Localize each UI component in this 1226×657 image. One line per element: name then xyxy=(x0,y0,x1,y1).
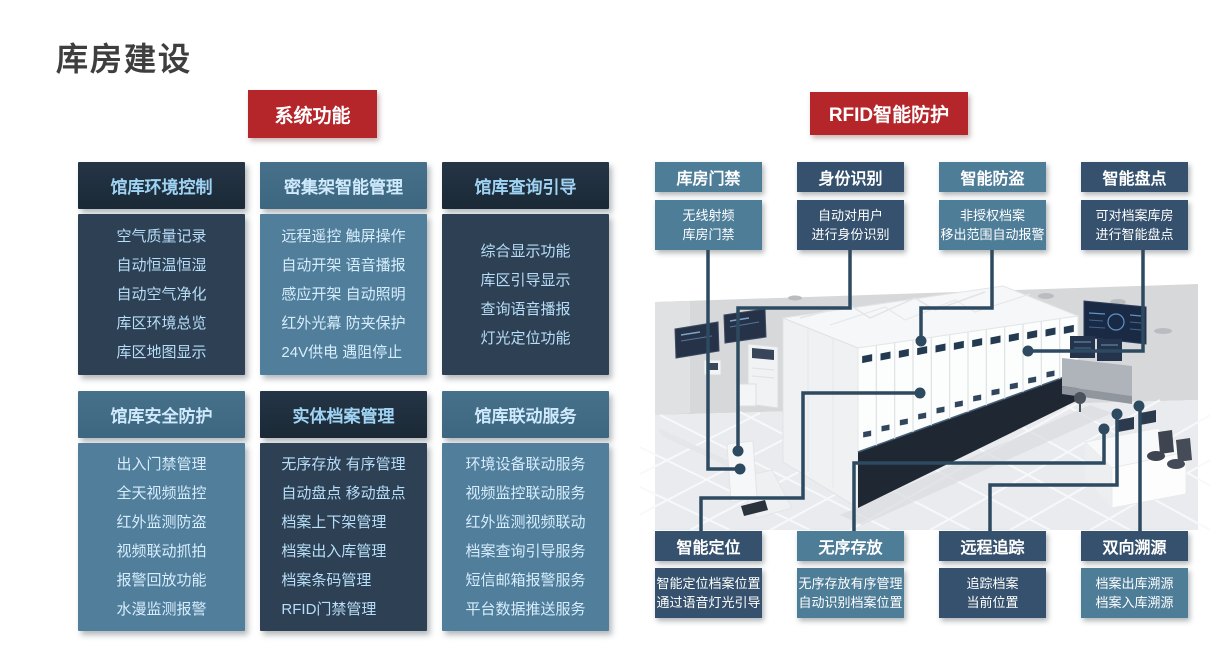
warehouse-room-illustration xyxy=(640,250,1210,535)
rfid-header-door-access: 库房门禁 xyxy=(655,162,762,192)
group-dense-shelf-management: 密集架智能管理 远程遥控 触屏操作 自动开架 语音播报 感应开架 自动照明 红外… xyxy=(260,162,427,375)
group-items: 环境设备联动服务 视频监控联动服务 红外监测视频联动 档案查询引导服务 短信邮箱… xyxy=(442,443,609,631)
page-title: 库房建设 xyxy=(56,41,193,77)
list-item: 档案出入库管理 xyxy=(281,543,387,560)
group-header: 实体档案管理 xyxy=(260,391,427,438)
list-item: 库区环境总览 xyxy=(116,315,207,332)
list-item: 短信邮箱报警服务 xyxy=(465,572,586,589)
rfid-desc-door-access: 无线射频 库房门禁 xyxy=(655,200,762,250)
list-item: 无序存放 有序管理 xyxy=(281,456,406,473)
list-item: 自动盘点 移动盘点 xyxy=(281,485,406,502)
list-item: 出入门禁管理 xyxy=(116,456,207,473)
list-item: 档案上下架管理 xyxy=(281,514,387,531)
list-item: 库区引导显示 xyxy=(480,271,571,289)
rfid-header-positioning: 智能定位 xyxy=(655,531,762,561)
rfid-desc-random-storage: 无序存放有序管理 自动识别档案位置 xyxy=(797,568,904,618)
group-linkage-services: 馆库联动服务 环境设备联动服务 视频监控联动服务 红外监测视频联动 档案查询引导… xyxy=(442,391,609,631)
desc-line: 档案出库溯源 xyxy=(1095,576,1174,591)
rfid-desc-remote-tracking: 追踪档案 当前位置 xyxy=(939,568,1046,618)
connector-nodes xyxy=(732,335,1145,475)
list-item: 平台数据推送服务 xyxy=(465,601,586,618)
desc-line: 进行身份识别 xyxy=(811,227,890,242)
group-items: 综合显示功能 库区引导显示 查询语音播报 灯光定位功能 xyxy=(442,214,609,375)
desc-line: 可对档案库房 xyxy=(1095,208,1174,223)
group-items: 空气质量记录 自动恒温恒湿 自动空气净化 库区环境总览 库区地图显示 xyxy=(78,214,245,375)
rfid-header-remote-tracking: 远程追踪 xyxy=(939,531,1046,561)
group-items: 出入门禁管理 全天视频监控 红外监测防盗 视频联动抓拍 报警回放功能 水漫监测报… xyxy=(78,443,245,631)
access-kiosk xyxy=(658,428,793,519)
rfid-desc-inventory: 可对档案库房 进行智能盘点 xyxy=(1081,200,1188,250)
rfid-desc-anti-theft: 非授权档案 移出范围自动报警 xyxy=(939,200,1046,250)
list-item: 库区地图显示 xyxy=(116,344,207,361)
rfid-desc-bidirectional-trace: 档案出库溯源 档案入库溯源 xyxy=(1081,568,1188,618)
group-items: 远程遥控 触屏操作 自动开架 语音播报 感应开架 自动照明 红外光幕 防夹保护 … xyxy=(260,214,427,375)
group-security-protection: 馆库安全防护 出入门禁管理 全天视频监控 红外监测防盗 视频联动抓拍 报警回放功… xyxy=(78,391,245,631)
desc-line: 无线射频 xyxy=(682,208,735,223)
list-item: 红外监测视频联动 xyxy=(465,514,586,531)
list-item: 红外监测防盗 xyxy=(116,514,207,531)
desc-line: 移出范围自动报警 xyxy=(940,227,1045,242)
list-item: 视频监控联动服务 xyxy=(465,485,586,502)
desc-line: 库房门禁 xyxy=(682,227,735,242)
group-header: 密集架智能管理 xyxy=(260,162,427,209)
group-physical-archive-management: 实体档案管理 无序存放 有序管理 自动盘点 移动盘点 档案上下架管理 档案出入库… xyxy=(260,391,427,631)
group-query-guidance: 馆库查询引导 综合显示功能 库区引导显示 查询语音播报 灯光定位功能 xyxy=(442,162,609,375)
rfid-header-random-storage: 无序存放 xyxy=(797,531,904,561)
rfid-header-inventory: 智能盘点 xyxy=(1081,162,1188,192)
list-item: 红外光幕 防夹保护 xyxy=(281,315,406,332)
list-item: 环境设备联动服务 xyxy=(465,456,586,473)
group-header: 馆库环境控制 xyxy=(78,162,245,209)
wall-dashboard-screen xyxy=(1083,300,1147,345)
list-item: 综合显示功能 xyxy=(480,242,571,260)
list-item: 报警回放功能 xyxy=(116,572,207,589)
desc-line: 档案入库溯源 xyxy=(1095,595,1174,610)
rfid-header-bidirectional-trace: 双向溯源 xyxy=(1081,531,1188,561)
desc-line: 通过语音灯光引导 xyxy=(656,595,761,610)
list-item: 自动开架 语音播报 xyxy=(281,257,406,274)
desc-line: 自动识别档案位置 xyxy=(798,595,903,610)
list-item: 水漫监测报警 xyxy=(116,601,207,618)
system-functions-badge: 系统功能 xyxy=(248,90,377,138)
list-item: 档案条码管理 xyxy=(281,572,372,589)
list-item: 24V供电 遇阻停止 xyxy=(281,344,403,361)
air-conditioner xyxy=(735,343,779,409)
list-item: 全天视频监控 xyxy=(116,485,207,502)
list-item: 空气质量记录 xyxy=(116,228,207,245)
desc-line: 智能定位档案位置 xyxy=(656,576,761,591)
desc-line: 进行智能盘点 xyxy=(1095,227,1174,242)
rfid-header-identity: 身份识别 xyxy=(797,162,904,192)
list-item: 灯光定位功能 xyxy=(480,329,571,347)
group-items: 无序存放 有序管理 自动盘点 移动盘点 档案上下架管理 档案出入库管理 档案条码… xyxy=(260,443,427,631)
group-header: 馆库查询引导 xyxy=(442,162,609,209)
desc-line: 当前位置 xyxy=(966,595,1019,610)
desc-line: 无序存放有序管理 xyxy=(798,576,903,591)
list-item: 档案查询引导服务 xyxy=(465,543,586,560)
desc-line: 非授权档案 xyxy=(959,208,1025,223)
rfid-protection-badge: RFID智能防护 xyxy=(810,92,968,135)
desc-line: 自动对用户 xyxy=(817,208,883,223)
list-item: 感应开架 自动照明 xyxy=(281,286,406,303)
list-item: 查询语音播报 xyxy=(480,300,571,318)
control-console xyxy=(1062,336,1132,412)
list-item: 自动恒温恒湿 xyxy=(116,257,207,274)
desc-line: 追踪档案 xyxy=(966,576,1019,591)
list-item: 远程遥控 触屏操作 xyxy=(281,228,406,245)
function-grid: 馆库环境控制 空气质量记录 自动恒温恒湿 自动空气净化 库区环境总览 库区地图显… xyxy=(78,162,609,631)
group-header: 馆库安全防护 xyxy=(78,391,245,438)
group-environment-control: 馆库环境控制 空气质量记录 自动恒温恒湿 自动空气净化 库区环境总览 库区地图显… xyxy=(78,162,245,375)
rfid-header-anti-theft: 智能防盗 xyxy=(939,162,1046,192)
shelf-column-screens xyxy=(862,318,1074,446)
connector-lines xyxy=(699,250,1145,535)
list-item: 自动空气净化 xyxy=(116,286,207,303)
group-header: 馆库联动服务 xyxy=(442,391,609,438)
list-item: 视频联动抓拍 xyxy=(116,543,207,560)
rfid-desc-positioning: 智能定位档案位置 通过语音灯光引导 xyxy=(655,568,762,618)
workstation-desk xyxy=(1083,410,1192,509)
list-item: RFID门禁管理 xyxy=(281,601,377,618)
rfid-desc-identity: 自动对用户 进行身份识别 xyxy=(797,200,904,250)
